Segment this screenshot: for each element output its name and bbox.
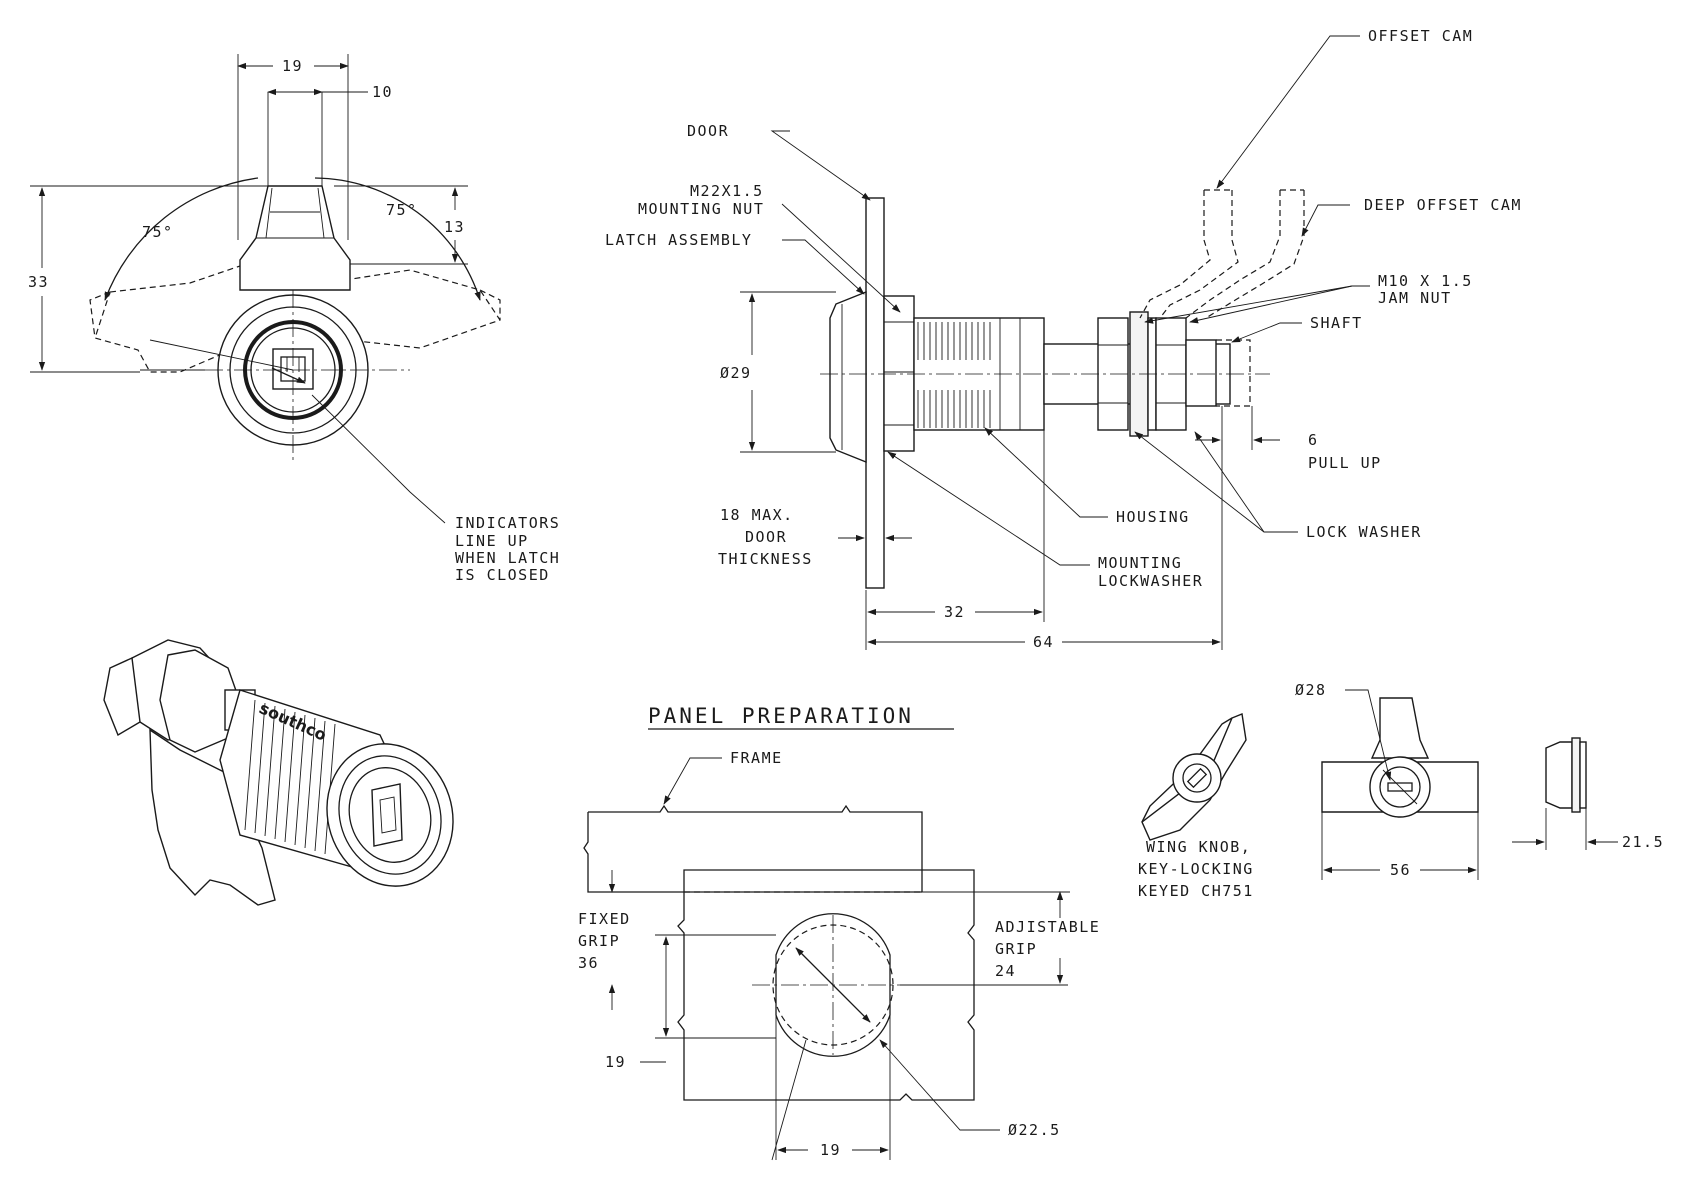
- jam-nut-label-1: M10 X 1.5: [1378, 272, 1473, 290]
- shaft-label: SHAFT: [1310, 314, 1363, 332]
- panel-preparation: PANEL PREPARATION FRAME FIXED GRIP 36 AD…: [578, 704, 1100, 1161]
- pull-up-label: PULL UP: [1308, 454, 1382, 472]
- front-view: 19 10 13 33 75° 75° INDICATORS LINE UP W…: [28, 54, 560, 584]
- mounting-lockwasher-label-2: LOCKWASHER: [1098, 572, 1203, 590]
- housing-label: HOUSING: [1116, 508, 1190, 526]
- dim-19-bottom-label: 19: [820, 1141, 841, 1159]
- lock-washer-label: LOCK WASHER: [1306, 523, 1422, 541]
- side-view: OFFSET CAM DEEP OFFSET CAM M10 X 1.5 JAM…: [605, 27, 1522, 651]
- dim-56-label: 56: [1390, 861, 1411, 879]
- wing-knob-label-2: KEY-LOCKING: [1138, 860, 1254, 878]
- adjustable-grip-label-1: ADJISTABLE: [995, 918, 1100, 936]
- pull-up-value-label: 6: [1308, 431, 1319, 449]
- dim-21-5-label: 21.5: [1622, 833, 1664, 851]
- door-label: DOOR: [687, 122, 729, 140]
- dim-19-left-label: 19: [605, 1053, 626, 1071]
- fixed-grip-label-3: 36: [578, 954, 599, 972]
- indicators-label-1: INDICATORS: [455, 514, 560, 532]
- panel-preparation-title: PANEL PREPARATION: [648, 704, 914, 728]
- indicators-label-2: LINE UP: [455, 532, 529, 550]
- dim-19-top-label: 19: [282, 57, 303, 75]
- fixed-grip-label-2: GRIP: [578, 932, 620, 950]
- mounting-lockwasher-label-1: MOUNTING: [1098, 554, 1182, 572]
- deep-offset-cam-label: DEEP OFFSET CAM: [1364, 196, 1522, 214]
- angle-75-right-label: 75°: [386, 201, 418, 219]
- dim-13-label: 13: [444, 218, 465, 236]
- isometric-view: southco: [103, 639, 454, 906]
- door-thickness-label-1: 18 MAX.: [720, 506, 794, 524]
- adjustable-grip-label-3: 24: [995, 962, 1016, 980]
- door-thickness-label-2: DOOR: [745, 528, 787, 546]
- dim-10-label: 10: [372, 83, 393, 101]
- wing-knob-label-1: WING KNOB,: [1146, 838, 1251, 856]
- jam-nut-label-2: JAM NUT: [1378, 289, 1452, 307]
- indicators-label-3: WHEN LATCH: [455, 549, 560, 567]
- dia-22-5-label: Ø22.5: [1008, 1121, 1061, 1139]
- dim-64-label: 64: [1033, 633, 1054, 651]
- thread-lines: [917, 322, 991, 428]
- offset-cam-label: OFFSET CAM: [1368, 27, 1473, 45]
- latch-assembly-label: LATCH ASSEMBLY: [605, 231, 752, 249]
- frame-label: FRAME: [730, 749, 783, 767]
- dim-32-label: 32: [944, 603, 965, 621]
- fixed-grip-label-1: FIXED: [578, 910, 631, 928]
- dim-33-label: 33: [28, 273, 49, 291]
- dia-28-label: Ø28: [1295, 681, 1327, 699]
- mounting-nut-label-2: MOUNTING NUT: [638, 200, 764, 218]
- angle-75-left-label: 75°: [142, 223, 174, 241]
- adjustable-grip-label-2: GRIP: [995, 940, 1037, 958]
- wing-knob-label-3: KEYED CH751: [1138, 882, 1254, 900]
- mounting-nut-label-1: M22X1.5: [690, 182, 764, 200]
- wing-knob-views: WING KNOB, KEY-LOCKING KEYED CH751 56 Ø2…: [1138, 681, 1664, 900]
- indicators-label-4: IS CLOSED: [455, 566, 550, 584]
- door-thickness-label-3: THICKNESS: [718, 550, 813, 568]
- dia-29-label: Ø29: [720, 364, 752, 382]
